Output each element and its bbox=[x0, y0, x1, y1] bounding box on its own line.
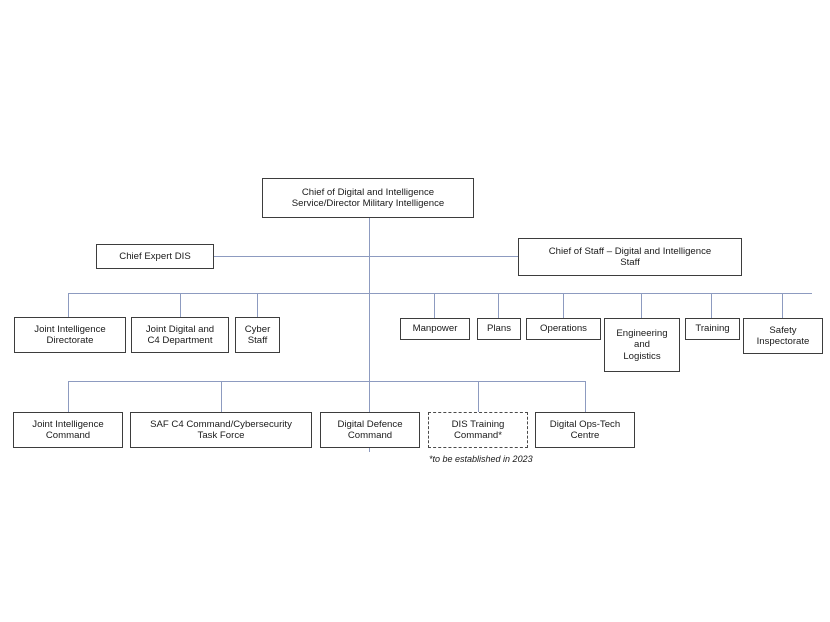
node-chief-dis[interactable]: Chief of Digital and Intelligence Servic… bbox=[262, 178, 474, 218]
connector-drop-dis-training-command bbox=[478, 381, 480, 412]
connector-lateral-chief-expert bbox=[214, 256, 518, 258]
connector-drop-plans bbox=[498, 293, 500, 318]
connector-trunk-main bbox=[369, 218, 371, 452]
connector-bus-staff-row bbox=[68, 293, 812, 295]
footnote-text: *to be established in 2023 bbox=[429, 454, 533, 464]
node-label-digital-defence-command: Digital Defence Command bbox=[337, 418, 403, 441]
node-plans[interactable]: Plans bbox=[477, 318, 521, 340]
node-training[interactable]: Training bbox=[685, 318, 740, 340]
connector-drop-joint-intelligence-directorate bbox=[68, 293, 70, 317]
connector-drop-saf-c4-command bbox=[221, 381, 223, 412]
node-label-dis-training-command: DIS Training Command* bbox=[451, 418, 505, 441]
node-label-cyber-staff: Cyber Staff bbox=[244, 323, 271, 346]
node-saf-c4-command-cybersecurity-task-force[interactable]: SAF C4 Command/Cybersecurity Task Force bbox=[130, 412, 312, 448]
connector-drop-digital-defence-command bbox=[369, 381, 371, 412]
node-label-safety-inspectorate: Safety Inspectorate bbox=[756, 324, 810, 347]
node-label-chief-of-staff: Chief of Staff – Digital and Intelligenc… bbox=[548, 245, 712, 268]
node-joint-digital-c4-department[interactable]: Joint Digital and C4 Department bbox=[131, 317, 229, 353]
connector-bus-command-row bbox=[68, 381, 585, 383]
node-label-joint-digital-c4-department: Joint Digital and C4 Department bbox=[145, 323, 215, 346]
node-chief-expert-dis[interactable]: Chief Expert DIS bbox=[96, 244, 214, 269]
node-label-plans: Plans bbox=[487, 323, 511, 335]
node-label-digital-ops-tech-centre: Digital Ops-Tech Centre bbox=[549, 418, 621, 441]
node-chief-of-staff[interactable]: Chief of Staff – Digital and Intelligenc… bbox=[518, 238, 742, 276]
connector-drop-joint-intelligence-command bbox=[68, 381, 70, 412]
connector-drop-cyber-staff bbox=[257, 293, 259, 317]
connector-drop-joint-digital-c4-department bbox=[180, 293, 182, 317]
node-manpower[interactable]: Manpower bbox=[400, 318, 470, 340]
node-label-operations: Operations bbox=[540, 323, 587, 335]
node-label-manpower: Manpower bbox=[412, 323, 458, 335]
node-safety-inspectorate[interactable]: Safety Inspectorate bbox=[743, 318, 823, 354]
node-label-training: Training bbox=[695, 323, 730, 335]
node-label-saf-c4-command-cybersecurity-task-force: SAF C4 Command/Cybersecurity Task Force bbox=[150, 418, 292, 441]
connector-drop-manpower bbox=[434, 293, 436, 318]
node-label-chief-dis: Chief of Digital and Intelligence Servic… bbox=[291, 186, 445, 209]
node-label-joint-intelligence-command: Joint Intelligence Command bbox=[32, 418, 104, 441]
connector-drop-engineering-and-logistics bbox=[641, 293, 643, 318]
node-label-engineering-and-logistics: Engineering and Logistics bbox=[616, 328, 668, 362]
node-digital-defence-command[interactable]: Digital Defence Command bbox=[320, 412, 420, 448]
node-engineering-and-logistics[interactable]: Engineering and Logistics bbox=[604, 318, 680, 372]
node-joint-intelligence-command[interactable]: Joint Intelligence Command bbox=[13, 412, 123, 448]
node-label-joint-intelligence-directorate: Joint Intelligence Directorate bbox=[34, 323, 106, 346]
node-dis-training-command[interactable]: DIS Training Command* bbox=[428, 412, 528, 448]
connector-drop-safety-inspectorate bbox=[782, 293, 784, 318]
node-operations[interactable]: Operations bbox=[526, 318, 601, 340]
node-joint-intelligence-directorate[interactable]: Joint Intelligence Directorate bbox=[14, 317, 126, 353]
node-label-chief-expert-dis: Chief Expert DIS bbox=[119, 250, 191, 262]
connector-drop-digital-ops-tech-centre bbox=[585, 381, 587, 412]
connector-drop-training bbox=[711, 293, 713, 318]
node-cyber-staff[interactable]: Cyber Staff bbox=[235, 317, 280, 353]
connector-drop-operations bbox=[563, 293, 565, 318]
node-digital-ops-tech-centre[interactable]: Digital Ops-Tech Centre bbox=[535, 412, 635, 448]
